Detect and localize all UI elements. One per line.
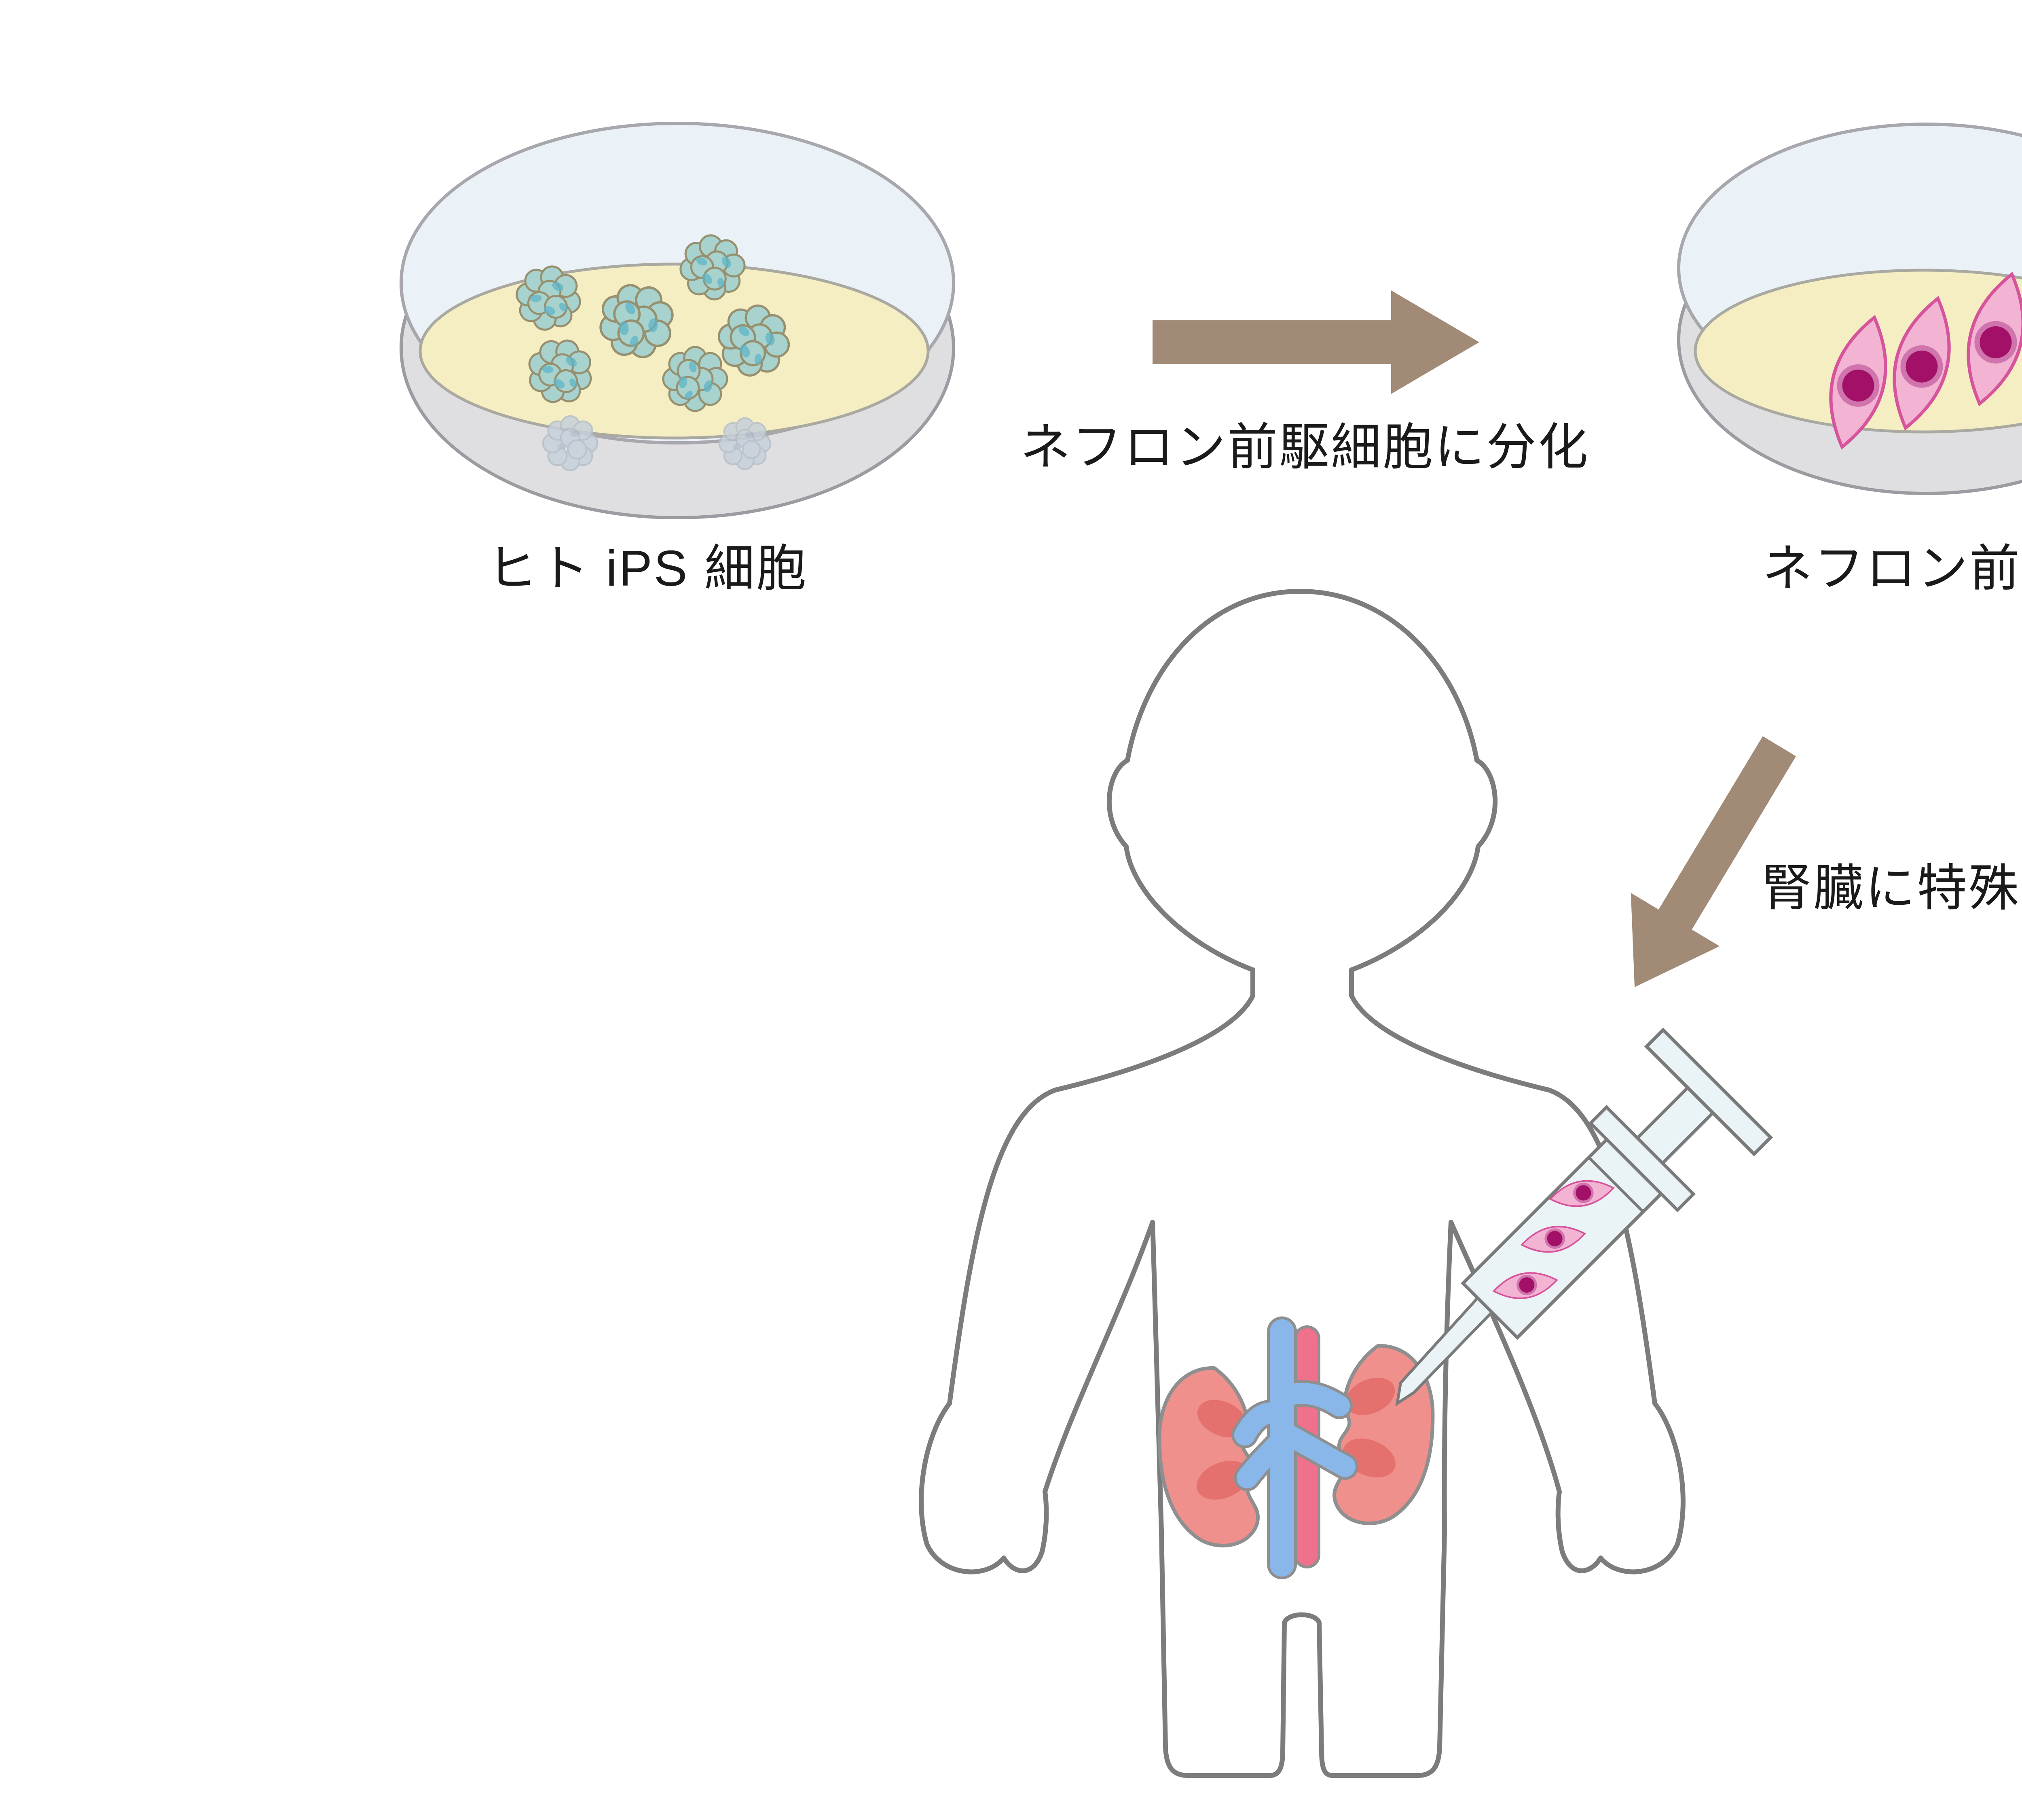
renal-branches <box>1234 1383 1356 1488</box>
arrow-down-left-icon <box>1631 736 1796 987</box>
label-human-ips-cells: ヒト iPS 細胞 <box>487 541 808 597</box>
human-body-icon <box>919 589 1686 1778</box>
petri-dish-nephron-icon <box>1677 123 2022 495</box>
syringe-icon <box>1395 1027 1773 1407</box>
label-transplant-to-kidney: 腎臓に特殊な器具で移植 <box>1761 860 2022 916</box>
petri-dish-ips-icon <box>400 122 955 519</box>
label-nephron-progenitor-cells: ネフロン前駆細胞 <box>1762 541 2022 597</box>
arrow-right-icon <box>1153 290 1479 394</box>
renal-vessels-icon <box>1231 1316 1358 1579</box>
label-differentiate-to-nephron-progenitors: ネフロン前駆細胞に分化 <box>1020 419 1590 475</box>
